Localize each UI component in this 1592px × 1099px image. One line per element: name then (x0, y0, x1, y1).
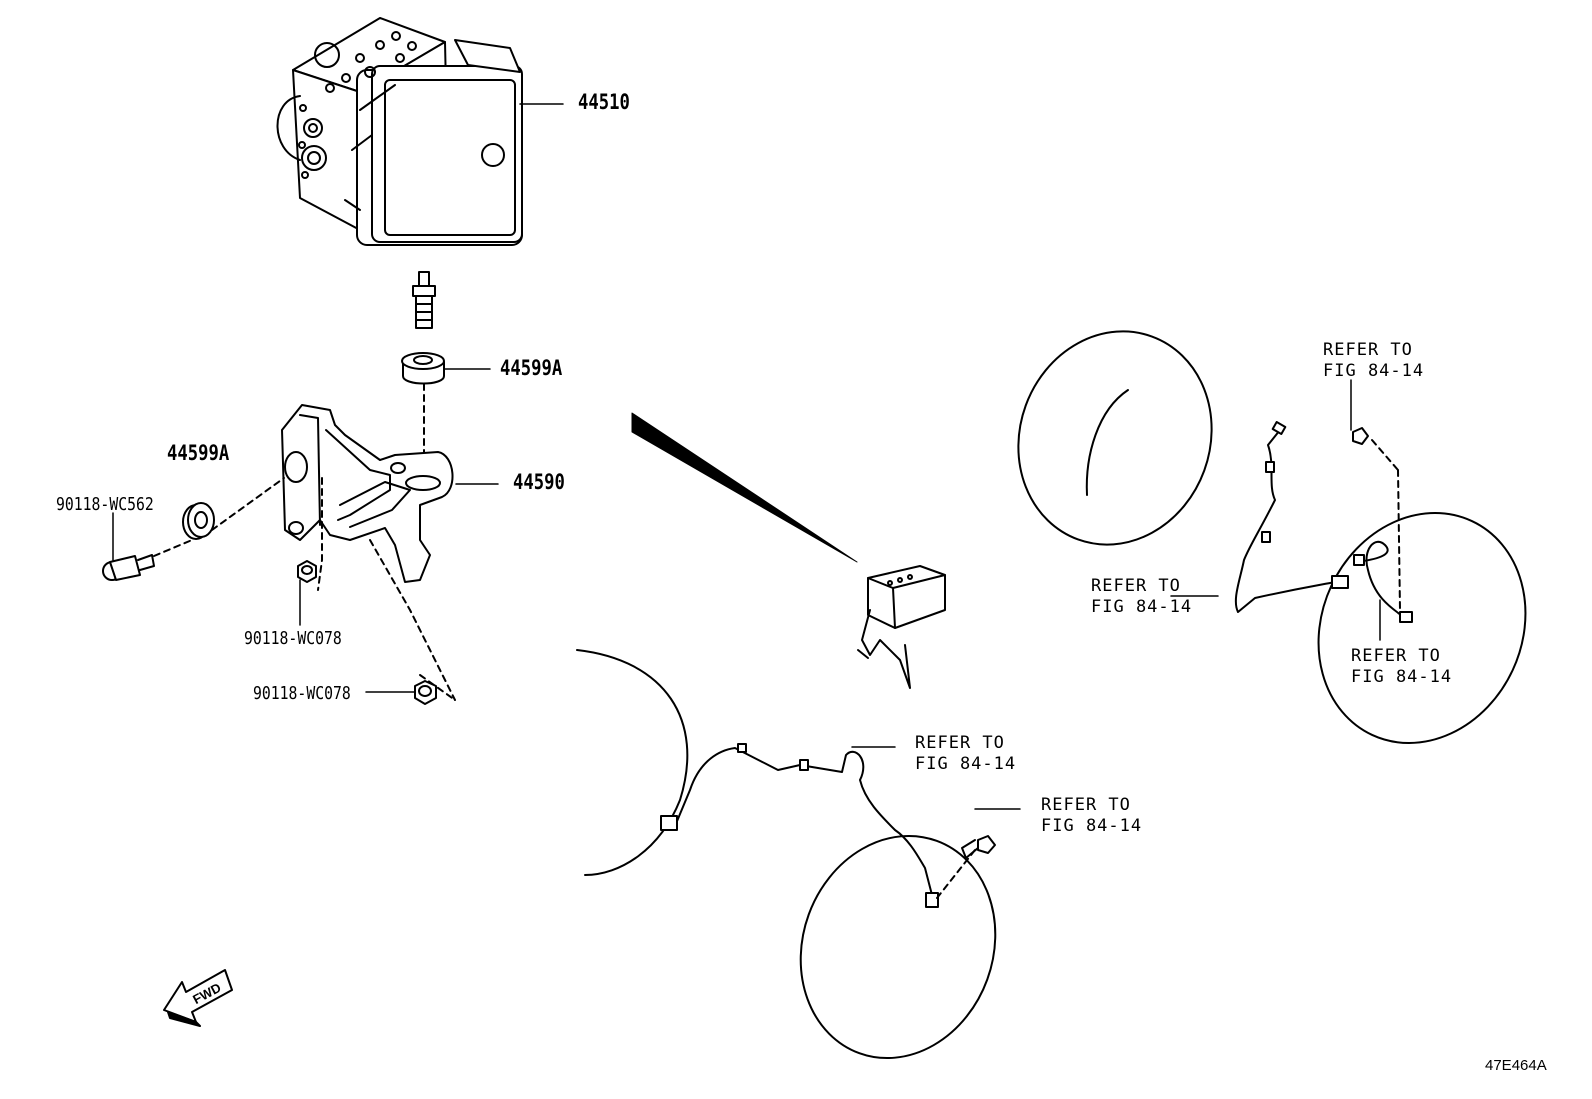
front-body-arc (576, 649, 689, 876)
rear-wheel-right (1317, 512, 1527, 744)
reference-rear-top[interactable]: REFER TO FIG 84-14 (1323, 340, 1425, 381)
fwd-arrow-icon (163, 969, 233, 1027)
reference-rear-bottom[interactable]: REFER TO FIG 84-14 (1351, 646, 1453, 687)
nut-wc078-upper (297, 560, 317, 583)
rear-sensor-harness (1234, 421, 1413, 623)
part-number-90118-wc078-upper[interactable]: 90118-WC078 (244, 628, 342, 649)
part-number-44599a-left[interactable]: 44599A (167, 441, 230, 465)
location-pointer (631, 412, 858, 563)
reference-rear-left[interactable]: REFER TO FIG 84-14 (1091, 576, 1193, 617)
reference-front-bolt[interactable]: REFER TO FIG 84-14 (1041, 795, 1143, 836)
nut-wc078-lower (414, 680, 437, 705)
front-wheel (799, 834, 997, 1060)
diagram-code: 47E464A (1485, 1057, 1547, 1074)
location-module (857, 565, 946, 689)
grommet-left (182, 477, 285, 540)
part-number-90118-wc078-lower[interactable]: 90118-WC078 (253, 683, 351, 704)
front-sensor-harness (660, 743, 996, 908)
rear-wheel-left (1017, 330, 1213, 546)
part-number-90118-wc562[interactable]: 90118-WC562 (56, 494, 154, 515)
part-number-44510[interactable]: 44510 (578, 90, 630, 114)
leader-lines (112, 103, 1381, 810)
reference-front-top[interactable]: REFER TO FIG 84-14 (915, 733, 1017, 774)
part-number-44599a-top[interactable]: 44599A (500, 356, 563, 380)
stud-bolt (412, 271, 436, 329)
part-number-44590[interactable]: 44590 (513, 470, 565, 494)
bolt-wc562 (102, 539, 193, 581)
bracket (281, 404, 456, 701)
abs-actuator-assembly (276, 17, 523, 246)
